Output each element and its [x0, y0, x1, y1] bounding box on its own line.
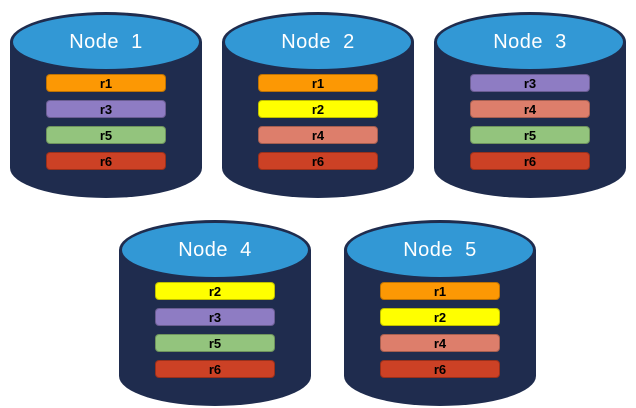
database-icon — [437, 15, 623, 69]
node-label: Node 3 — [493, 30, 567, 53]
replica-bar: r1 — [46, 74, 166, 92]
database-icon — [225, 15, 411, 69]
database-icon — [122, 223, 308, 277]
node-5-cylinder: Node 5 r1 r2 r4 r6 — [344, 220, 536, 406]
replica-bar: r4 — [470, 100, 590, 118]
node-label: Node 1 — [69, 30, 143, 53]
replica-bar: r6 — [155, 360, 275, 378]
node-label: Node 5 — [403, 238, 477, 261]
node-2-cylinder: Node 2 r1 r2 r4 r6 — [222, 12, 414, 198]
database-icon — [13, 15, 199, 69]
database-icon — [347, 223, 533, 277]
replica-bar: r6 — [258, 152, 378, 170]
node-3-cylinder: Node 3 r3 r4 r5 r6 — [434, 12, 626, 198]
replica-bar: r5 — [46, 126, 166, 144]
node-label: Node 2 — [281, 30, 355, 53]
replica-bar: r3 — [46, 100, 166, 118]
replica-bar: r6 — [380, 360, 500, 378]
replica-bar: r4 — [380, 334, 500, 352]
node-4-cylinder: Node 4 r2 r3 r5 r6 — [119, 220, 311, 406]
replica-bar: r6 — [470, 152, 590, 170]
replica-list: r3 r4 r5 r6 — [434, 74, 626, 178]
node-1-cylinder: Node 1 r1 r3 r5 r6 — [10, 12, 202, 198]
node-label: Node 4 — [178, 238, 252, 261]
replica-bar: r1 — [258, 74, 378, 92]
replica-list: r1 r3 r5 r6 — [10, 74, 202, 178]
replica-bar: r4 — [258, 126, 378, 144]
replica-bar: r2 — [258, 100, 378, 118]
replica-list: r1 r2 r4 r6 — [344, 282, 536, 386]
replica-bar: r2 — [380, 308, 500, 326]
replica-bar: r5 — [155, 334, 275, 352]
replica-bar: r5 — [470, 126, 590, 144]
replica-bar: r3 — [155, 308, 275, 326]
replica-bar: r2 — [155, 282, 275, 300]
replica-bar: r3 — [470, 74, 590, 92]
replica-list: r1 r2 r4 r6 — [222, 74, 414, 178]
replica-bar: r1 — [380, 282, 500, 300]
replica-bar: r6 — [46, 152, 166, 170]
replica-list: r2 r3 r5 r6 — [119, 282, 311, 386]
